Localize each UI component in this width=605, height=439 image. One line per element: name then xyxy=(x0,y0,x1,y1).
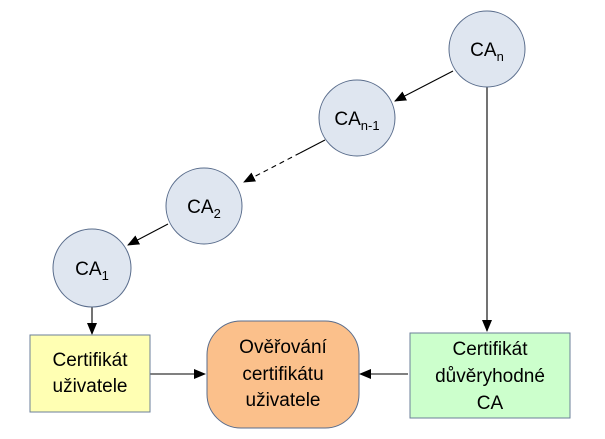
ca-n-circle xyxy=(448,10,526,88)
ca-n-1-label: CAn-1 xyxy=(334,109,379,133)
ca-n-label: CAn xyxy=(470,40,504,64)
edge-can-to-can1 xyxy=(394,70,454,102)
user-certificate-rect xyxy=(29,334,151,413)
trusted-ca-certificate-line-3: CA xyxy=(477,393,504,414)
edge-can1-to-ca2-solid xyxy=(299,139,326,154)
verification-line-3: uživatele xyxy=(246,390,321,411)
trusted-ca-certificate-line-1: Certifikát xyxy=(453,339,529,360)
user-certificate-line-2: uživatele xyxy=(53,376,128,397)
user-certificate-box: Certifikát uživatele xyxy=(29,334,151,413)
edge-ca2-to-ca1 xyxy=(127,223,169,246)
ca-2-node: CA2 xyxy=(165,167,243,245)
verification-rect xyxy=(206,320,360,429)
trusted-ca-certificate-rect xyxy=(409,332,571,419)
ca-n-1-circle xyxy=(318,79,396,157)
user-certificate-line-1: Certifikát xyxy=(53,350,129,371)
trusted-ca-certificate-line-2: důvěryhodné xyxy=(435,366,545,387)
ca-n-node: CAn xyxy=(448,10,526,88)
ca-2-label: CA2 xyxy=(187,197,221,221)
trusted-ca-certificate-box: Certifikát důvěryhodné CA xyxy=(409,332,571,419)
edge-can1-to-ca2-dashed xyxy=(243,152,301,183)
ca-1-node: CA1 xyxy=(52,228,132,308)
ca-2-circle xyxy=(165,167,243,245)
ca-n-1-node: CAn-1 xyxy=(318,79,396,157)
verification-node: Ověřování certifikátu uživatele xyxy=(206,320,360,429)
ca-1-circle xyxy=(52,228,132,308)
verification-line-1: Ověřování xyxy=(239,337,327,358)
verification-line-2: certifikátu xyxy=(242,364,323,385)
ca-1-label: CA1 xyxy=(75,259,109,283)
